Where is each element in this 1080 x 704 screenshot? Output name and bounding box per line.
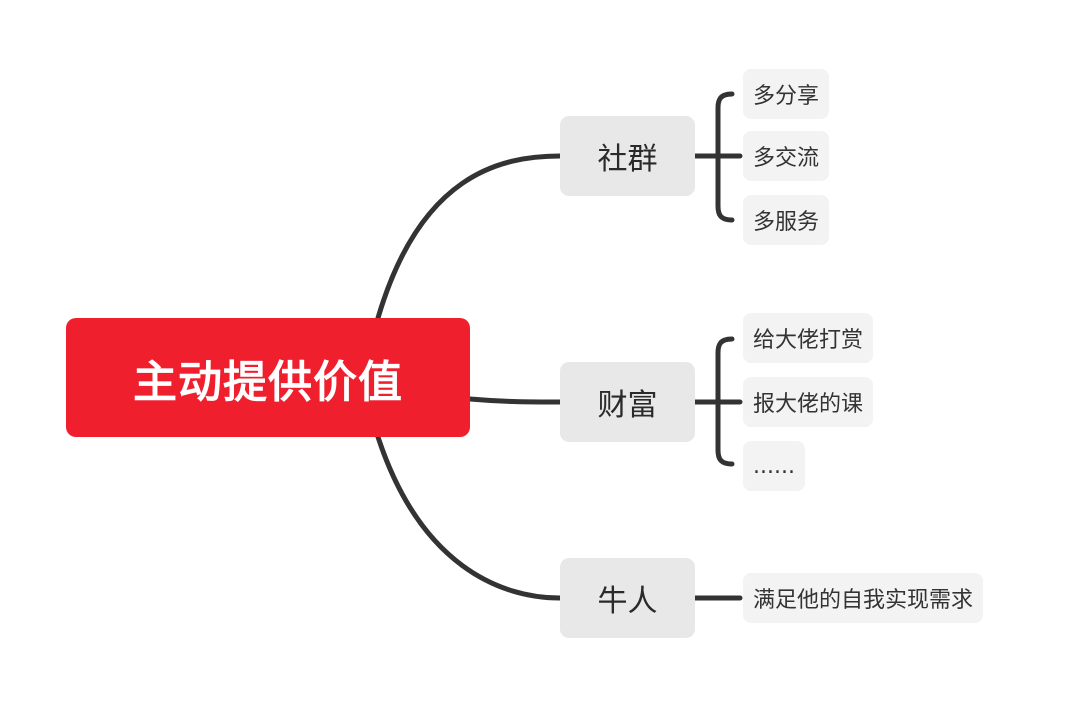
leaf-tip-experts[interactable]: 给大佬打赏 [743,313,874,363]
leaf-communicate-more[interactable]: 多交流 [743,131,830,181]
leaf-share-more[interactable]: 多分享 [743,69,830,119]
leaf-self-actualization[interactable]: 满足他的自我实现需求 [743,573,984,623]
branch-wealth-label: 财富 [597,388,658,423]
leaf-label: 多交流 [753,146,820,171]
leaf-label: 多服务 [753,210,820,235]
leaf-join-expert-course[interactable]: 报大佬的课 [743,377,874,427]
leaf-label: 报大佬的课 [753,392,864,417]
leaf-label: 多分享 [753,84,820,109]
branch-experts[interactable]: 牛人 [560,558,695,638]
connector-root-to-experts [375,434,563,601]
leaf-label: 给大佬打赏 [753,328,864,353]
branch-community-label: 社群 [597,142,658,177]
leaf-ellipsis[interactable]: ...... [743,441,805,491]
leaf-label: 满足他的自我实现需求 [753,588,974,613]
branch-community[interactable]: 社群 [560,116,695,196]
branch-wealth[interactable]: 财富 [560,362,695,442]
root-topic-label: 主动提供价值 [133,356,403,408]
leaf-serve-more[interactable]: 多服务 [743,195,830,245]
connector-root-to-wealth [467,396,563,405]
branch-experts-label: 牛人 [597,584,658,619]
root-topic[interactable]: 主动提供价值 [66,318,470,437]
leaf-label: ...... [753,453,795,479]
connector-root-to-community [375,153,563,321]
